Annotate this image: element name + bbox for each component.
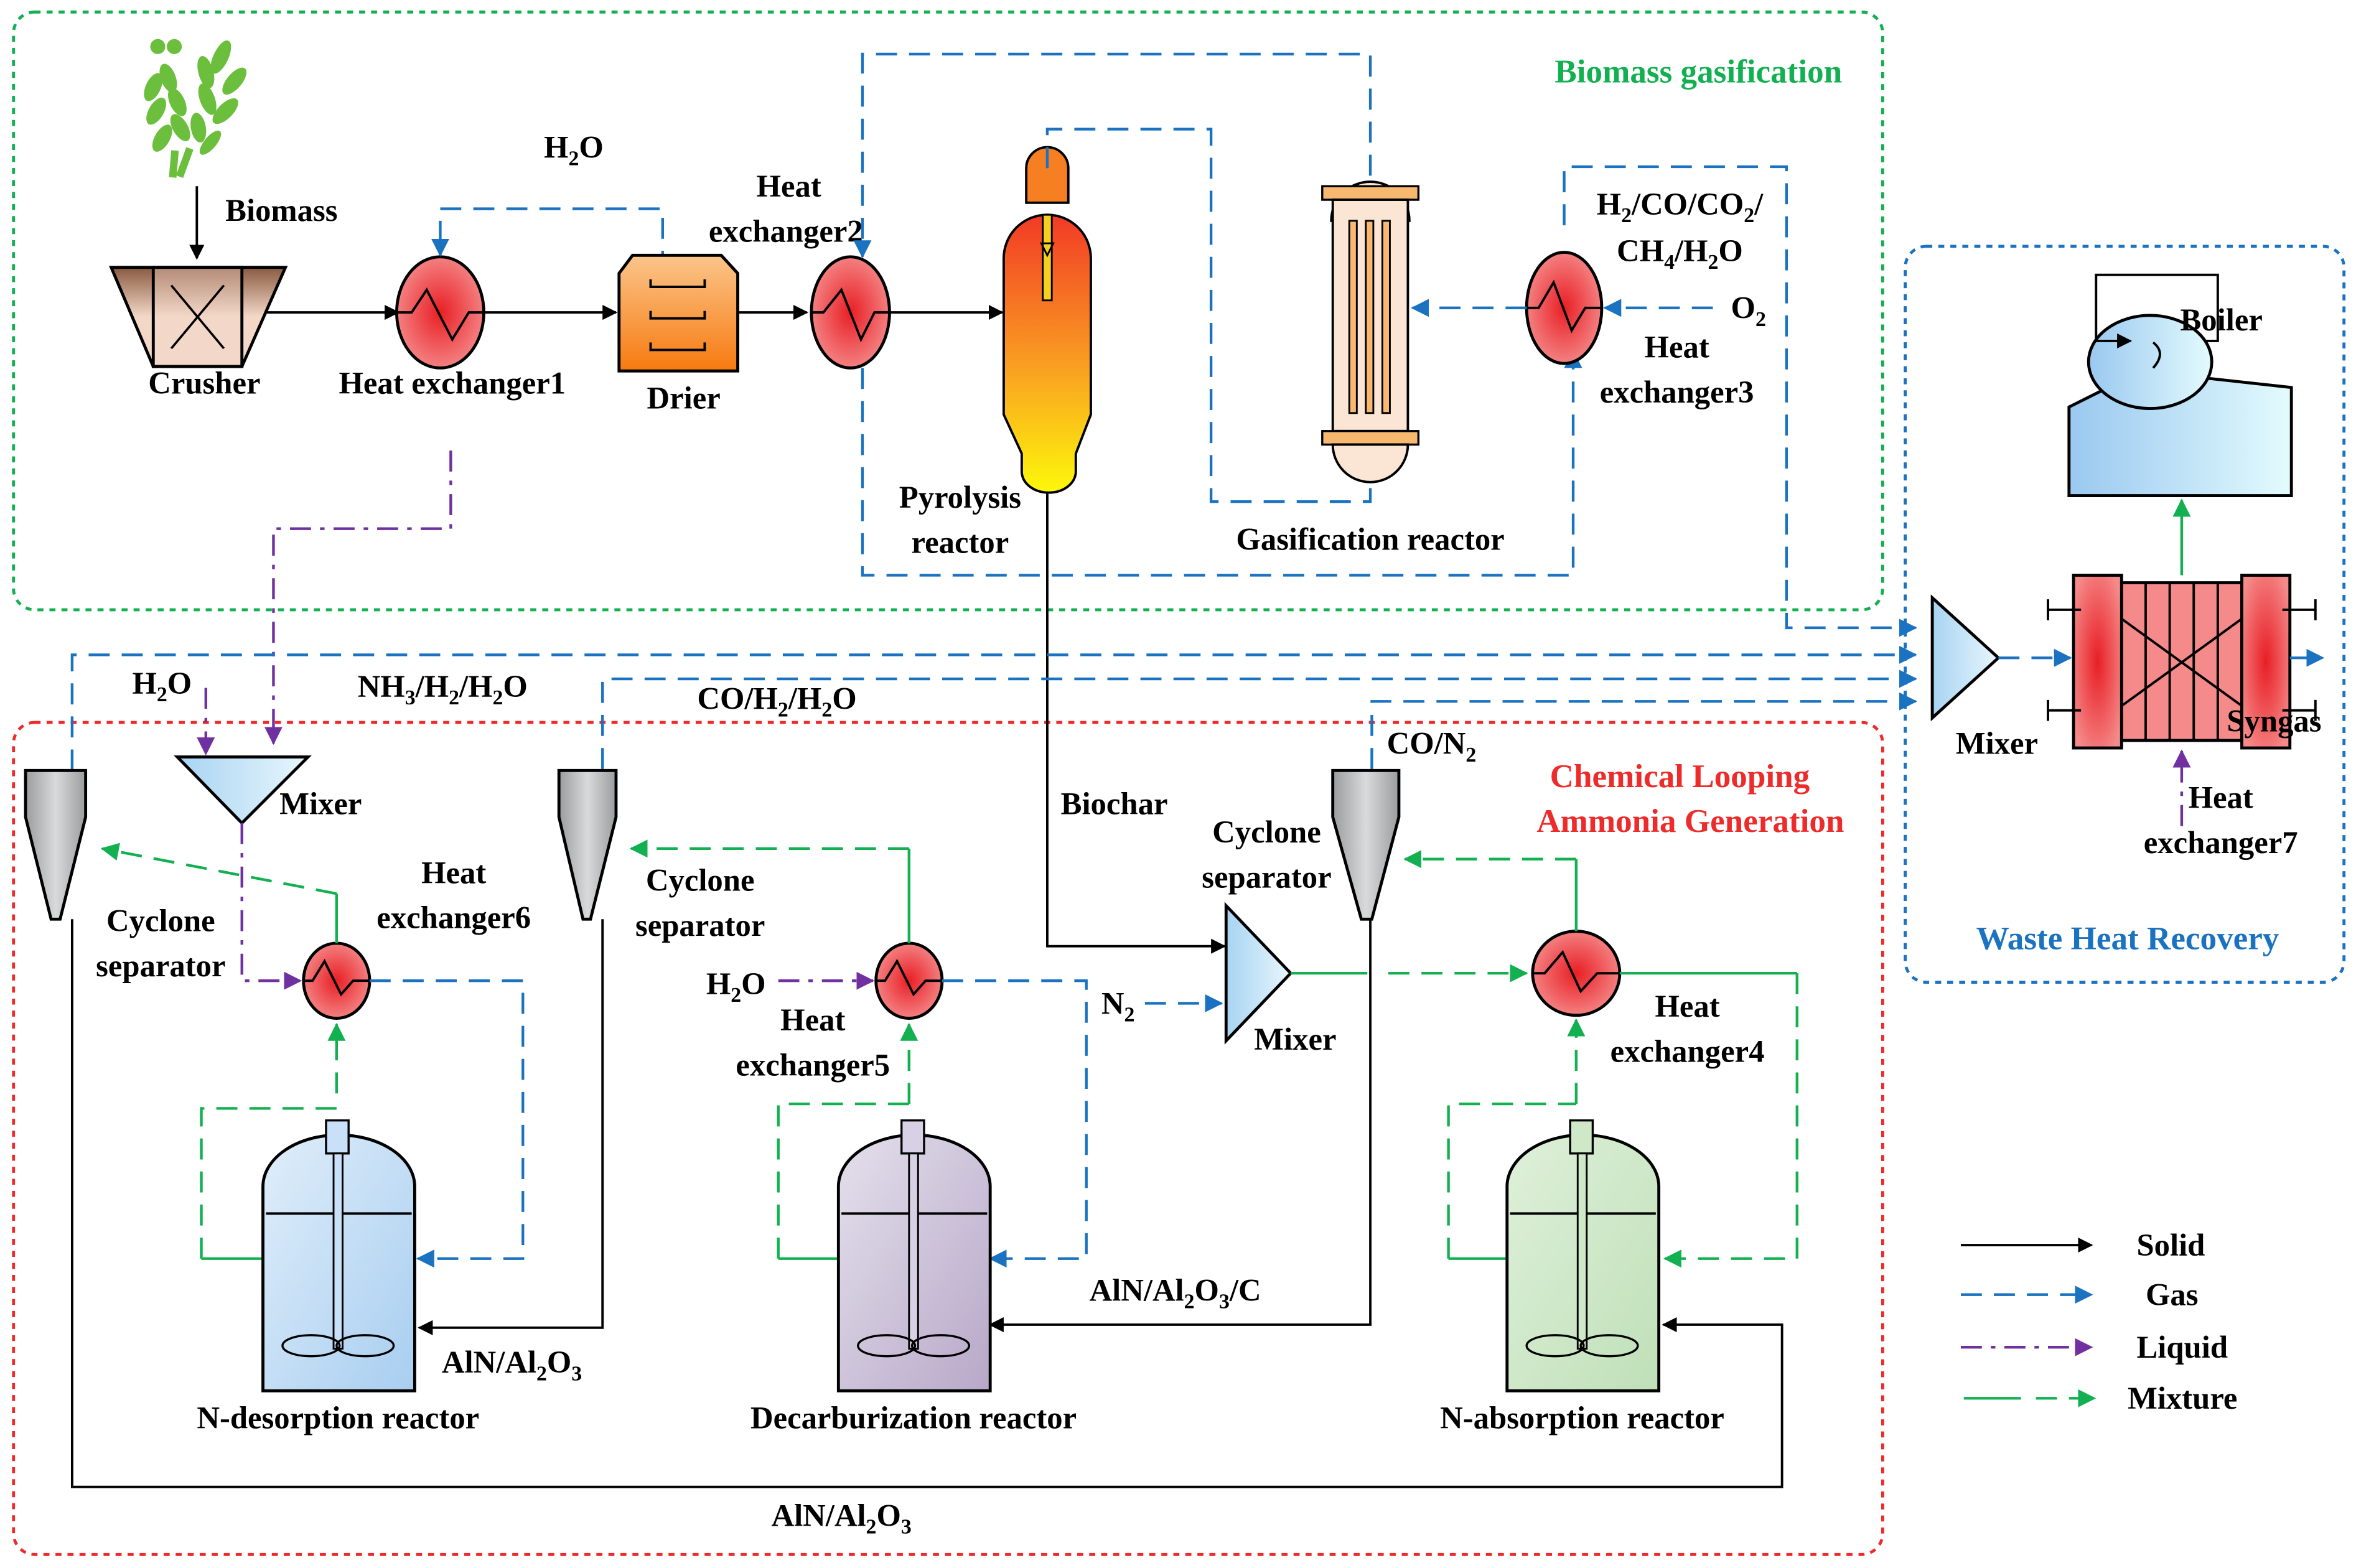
heat-exchanger-6 [302, 941, 372, 1020]
legend: Solid Gas Liquid Mixture [1960, 1228, 2237, 1416]
legend-mixture: Mixture [2128, 1381, 2237, 1416]
pyrolysis-reactor-label-1: Pyrolysis [899, 480, 1021, 515]
heat-exchanger-5 [874, 941, 944, 1020]
region-biomass-gasification [12, 10, 1884, 612]
stream-co-n2: CO/N2 [1387, 726, 1477, 767]
syngas-label: Syngas [2227, 704, 2321, 739]
cyclone-separator-2 [557, 768, 618, 921]
legend-solid: Solid [2136, 1228, 2205, 1262]
drier [617, 253, 739, 373]
heat-exchanger-4 [1531, 930, 1622, 1017]
mixer-n2-biochar-label: Mixer [1254, 1022, 1336, 1057]
heat-exchanger-5-label-2: exchanger5 [736, 1047, 890, 1082]
n-desorption-reactor [261, 1119, 416, 1393]
heat-exchanger-2-label-2: exchanger2 [709, 214, 863, 249]
stream-co-h2-h2o: CO/H2/H2O [697, 681, 856, 721]
biomass-label: Biomass [225, 193, 337, 228]
region-title-chemical-looping-2: Ammonia Generation [1536, 803, 1844, 839]
heat-exchanger-4-label-2: exchanger4 [1610, 1034, 1765, 1069]
stream-h2o-top: H2O [544, 129, 604, 170]
cyclone-3-label-1: Cyclone [1212, 814, 1321, 849]
mixer-n2-biochar [1224, 902, 1293, 1045]
n-desorption-reactor-label: N-desorption reactor [197, 1401, 479, 1435]
gasification-reactor-label: Gasification reactor [1236, 521, 1504, 556]
gasification-reactor [1321, 180, 1420, 483]
stream-aln-al2o3-mid: AlN/Al2O3 [442, 1345, 582, 1385]
region-title-biomass-gasification: Biomass gasification [1554, 54, 1842, 90]
mixer-top [174, 755, 312, 826]
heat-exchanger-3-label-2: exchanger3 [1600, 375, 1754, 409]
cyclone-1-label-2: separator [96, 948, 225, 983]
stream-gas-product-2: CH4/H2O [1617, 233, 1743, 274]
mixer-top-label: Mixer [279, 786, 362, 821]
heat-exchanger-2 [810, 255, 891, 370]
heat-exchanger-5-label-1: Heat [780, 1002, 845, 1037]
heat-exchanger-3 [1525, 251, 1604, 365]
legend-liquid: Liquid [2136, 1330, 2228, 1365]
crusher-label: Crusher [148, 365, 260, 400]
cyclone-separator-3 [1331, 768, 1401, 921]
cyclone-2-label-2: separator [635, 908, 765, 943]
heat-exchanger-7-label-2: exchanger7 [2144, 825, 2298, 860]
heat-exchanger-6-label-1: Heat [421, 855, 486, 890]
heat-exchanger-1-label: Heat exchanger1 [339, 365, 566, 400]
mixer-waste-heat-label: Mixer [1956, 726, 2038, 761]
mixer-waste-heat [1930, 594, 2001, 722]
cyclone-3-label-2: separator [1202, 860, 1331, 895]
stream-nh3: NH3/H2/H2O [358, 669, 528, 709]
region-title-waste-heat-recovery: Waste Heat Recovery [1976, 921, 2279, 957]
boiler-label: Boiler [2180, 302, 2262, 337]
stream-gas-product-1: H2/CO/CO2/ [1597, 187, 1764, 227]
stream-aln-al2o3-bottom: AlN/Al2O3 [771, 1498, 911, 1538]
pyrolysis-reactor-label-2: reactor [912, 525, 1009, 559]
stream-aln-al2o3-c: AlN/Al2O3/C [1090, 1272, 1261, 1313]
pyrolysis-reactor [1002, 146, 1092, 494]
region-waste-heat-recovery [1904, 245, 2346, 984]
legend-gas: Gas [2146, 1277, 2199, 1312]
stream-o2: O2 [1731, 291, 1766, 331]
region-title-chemical-looping-1: Chemical Looping [1550, 758, 1810, 795]
cyclone-separator-1 [24, 768, 88, 921]
drier-label: Drier [647, 381, 721, 416]
heat-exchanger-7 [2047, 574, 2317, 750]
stream-n2: N2 [1101, 986, 1135, 1026]
biochar-label: Biochar [1061, 786, 1168, 821]
decarburization-reactor-label: Decarburization reactor [750, 1401, 1077, 1435]
boiler [2067, 273, 2293, 497]
cyclone-2-label-1: Cyclone [646, 862, 755, 897]
stream-h2o-left: H2O [132, 666, 192, 706]
heat-exchanger-1 [395, 255, 485, 370]
heat-exchanger-6-label-2: exchanger6 [376, 900, 531, 935]
heat-exchanger-4-label-1: Heat [1655, 989, 1719, 1024]
heat-exchanger-7-label-1: Heat [2189, 780, 2253, 815]
stream-h2o-hx5: H2O [706, 966, 766, 1007]
decarburization-reactor [836, 1119, 992, 1393]
region-chemical-looping [12, 721, 1884, 1556]
biomass-wheat-icon [144, 39, 247, 179]
n-absorption-reactor-label: N-absorption reactor [1440, 1401, 1724, 1435]
cyclone-1-label-1: Cyclone [106, 903, 215, 938]
heat-exchanger-3-label-1: Heat [1645, 329, 1709, 364]
crusher [109, 266, 288, 368]
n-absorption-reactor [1505, 1119, 1661, 1393]
heat-exchanger-2-label-1: Heat [757, 169, 821, 203]
